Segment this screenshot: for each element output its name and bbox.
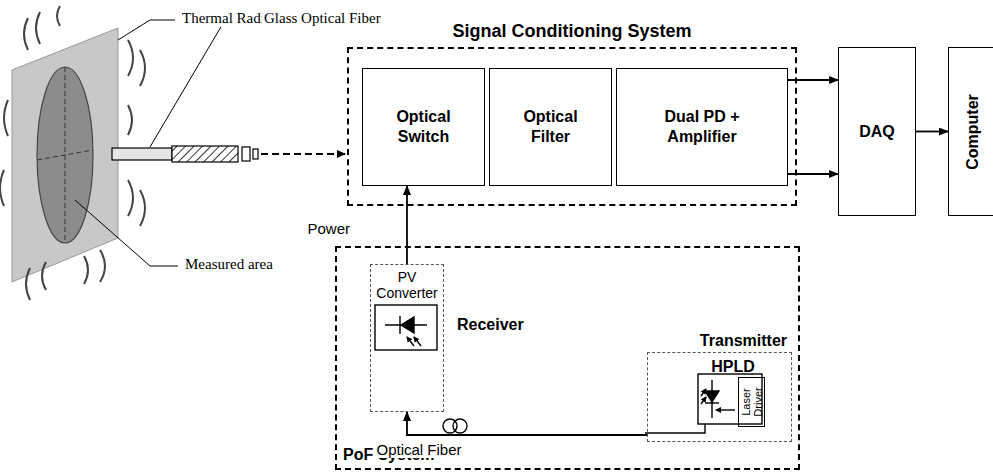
process-box: Optical Switch [362,68,485,186]
node-label: Optical Switch [378,107,470,147]
edge-label: Optical Fiber [374,441,463,458]
leader-lines [75,20,257,266]
node-label: Dual PD + Amplifier [656,107,748,147]
fiber-coil [443,419,467,433]
node-label: Transmitter [700,331,787,350]
callout-label: Measured area [183,256,275,273]
node-label: Laser Driver [739,379,763,425]
node-heading: Receiver [457,315,524,334]
driver-box: Laser Driver [738,377,765,427]
callout-label: Glass Optical Fiber [262,10,383,27]
node-label: PV Converter [372,269,442,301]
node-label: DAQ [843,122,911,141]
edge-label: Power [305,220,352,237]
node-heading: HPLD [701,357,765,376]
connector-arrow [406,186,408,264]
process-box: Dual PD + Amplifier [616,68,788,186]
photodiode-symbol [375,305,437,350]
computer-box: Computer [948,47,993,216]
node-label: Computer [963,94,982,170]
connector-arrow [916,131,948,133]
node-label: Signal Conditioning System [349,21,795,43]
node-label: Optical Filter [505,107,597,147]
process-box: DAQ [838,47,916,216]
process-box: Optical Filter [489,68,612,186]
transmitter-box: TransmitterHPLDLaser Driver [647,352,792,442]
measured-area [37,67,93,243]
receiver-box: PV ConverterReceiver [370,264,444,412]
system-group: Signal Conditioning SystemOptical Switch… [347,47,797,206]
light-path [261,153,345,155]
connector-arrow [407,412,647,435]
system-group: PoF SystemPV ConverterReceiverTransmitte… [335,246,800,470]
fiber-probe [112,146,258,162]
heated-surface [12,28,118,282]
